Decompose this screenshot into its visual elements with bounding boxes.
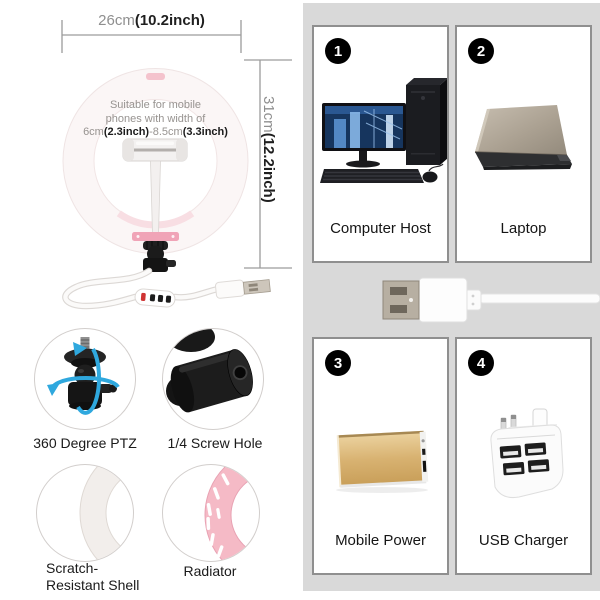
note-line-3: 6cm(2.3inch)-8.5cm(3.3inch) (83, 126, 228, 138)
usb-charger-image (490, 408, 564, 498)
device-card-mobile-power: 3 Mobile Power (312, 337, 449, 575)
device-number-badge: 2 (468, 38, 494, 64)
device-number-badge: 4 (468, 350, 494, 376)
feature-image-screw-hole (162, 328, 264, 430)
phone-clamp (122, 138, 188, 162)
height-metric: 31cm (260, 96, 277, 133)
device-number-badge: 1 (325, 38, 351, 64)
compatibility-panel: 1 Computer Host 2 Laptop (303, 3, 600, 591)
width-metric: 26cm (98, 12, 135, 29)
dimension-lines (61, 20, 292, 269)
ring-light-illustration (61, 20, 292, 310)
device-label: Computer Host (330, 220, 431, 237)
laptop-image (474, 105, 572, 170)
shell-arc-icon (79, 465, 133, 561)
pink-mount (132, 232, 179, 241)
device-number-badge: 3 (325, 350, 351, 376)
usb-cable-illustration (382, 277, 600, 323)
feature-image-radiator (162, 464, 260, 562)
width-imperial: (10.2inch) (134, 12, 205, 29)
cable-controller (134, 288, 176, 308)
feature-label-360-ptz: 360 Degree PTZ (33, 435, 137, 451)
device-card-computer-host: 1 Computer Host (312, 25, 449, 263)
feature-image-360-ptz (34, 328, 136, 430)
device-label: USB Charger (478, 532, 569, 549)
clamp-rod (150, 160, 161, 235)
power-cable (62, 267, 222, 310)
device-card-laptop: 2 Laptop (455, 25, 592, 263)
note-line-1: Suitable for mobile (109, 99, 202, 111)
ring-compatibility-note: Suitable for mobile phones with width of… (70, 99, 241, 140)
feature-label-radiator: Radiator (183, 563, 237, 579)
height-imperial: (12.2inch) (260, 132, 277, 203)
ball-head-ptz-icon (47, 337, 120, 415)
width-dimension-label: 26cm(10.2inch) (62, 12, 241, 29)
desktop-computer-image (320, 78, 447, 183)
note-line-2: phones with width of (105, 112, 206, 125)
feature-image-shell (36, 464, 134, 562)
device-card-usb-charger: 4 USB Charger (455, 337, 592, 575)
radiator-arc-icon (204, 465, 259, 561)
feature-label-screw-hole: 1/4 Screw Hole (167, 435, 263, 451)
screw-hole-icon (166, 329, 253, 413)
device-label: Laptop (500, 220, 547, 237)
feature-label-shell: Scratch-Resistant Shell (46, 560, 140, 593)
height-dimension-label: 31cm(12.2inch) (260, 96, 277, 256)
power-bank-image (336, 430, 429, 493)
device-label: Mobile Power (335, 532, 426, 549)
usb-plug (214, 279, 271, 299)
